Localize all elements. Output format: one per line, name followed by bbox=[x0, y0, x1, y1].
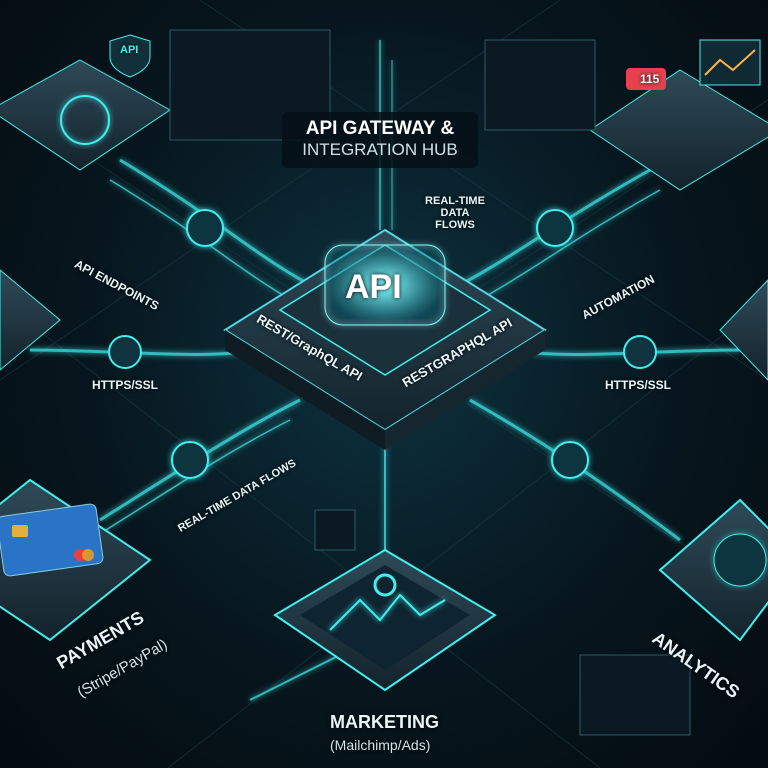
https-left-label: HTTPS/SSL bbox=[92, 378, 159, 392]
title-line-2: INTEGRATION HUB bbox=[302, 140, 458, 159]
marketing-label: MARKETING bbox=[330, 712, 439, 732]
realtime-top-label: REAL-TIME DATA FLOWS bbox=[425, 195, 485, 231]
platform-left bbox=[0, 269, 61, 371]
hub-api-badge: API bbox=[345, 268, 402, 306]
platform-payments bbox=[0, 478, 152, 642]
marketing-sub-label: (Mailchimp/Ads) bbox=[330, 737, 431, 753]
code-panels bbox=[169, 29, 691, 736]
platform-right bbox=[719, 279, 768, 381]
notification-count: 115 bbox=[640, 72, 660, 86]
platform-marketing bbox=[273, 548, 497, 692]
shield-api-label: API bbox=[120, 44, 139, 56]
hub-platform bbox=[223, 228, 547, 450]
lock-icons bbox=[171, 209, 589, 479]
platform-top-left bbox=[0, 34, 171, 171]
platform-analytics bbox=[658, 498, 768, 642]
title-banner: API GATEWAY & INTEGRATION HUB bbox=[282, 112, 478, 168]
https-right-label: HTTPS/SSL bbox=[605, 378, 672, 392]
link-icons bbox=[108, 335, 657, 369]
title-line-1: API GATEWAY & bbox=[305, 118, 455, 139]
platform-top-right bbox=[589, 39, 768, 191]
